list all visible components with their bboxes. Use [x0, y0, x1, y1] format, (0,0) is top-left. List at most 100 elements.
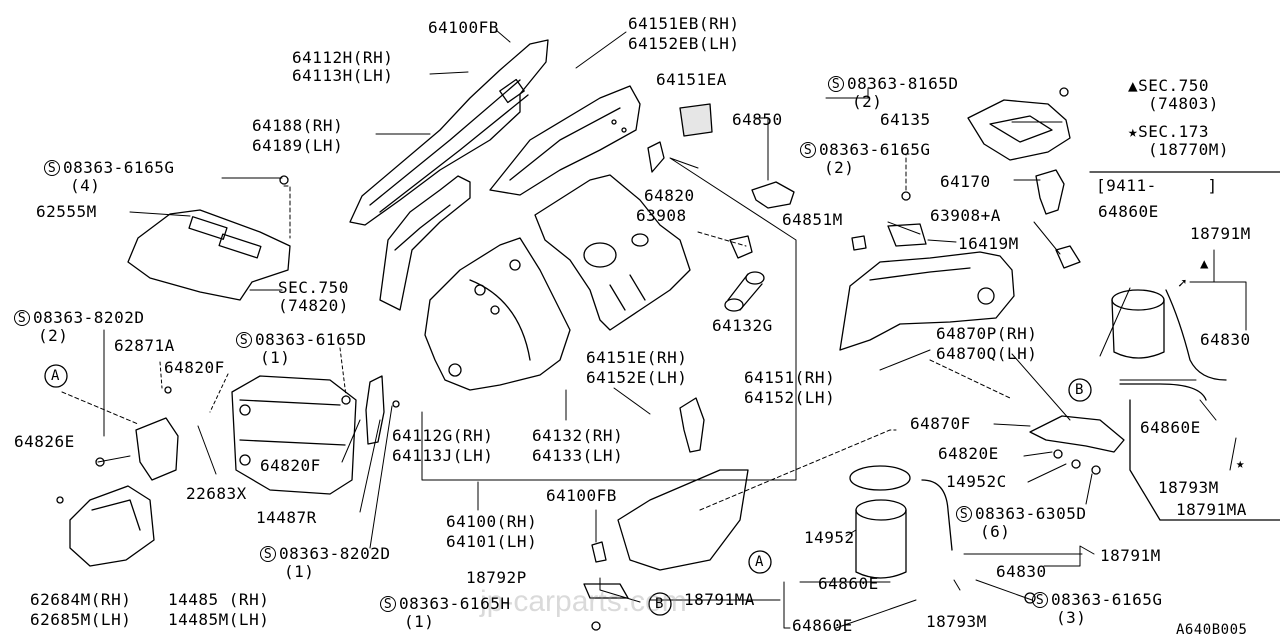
legend-triangle: ▲SEC.750 — [1128, 76, 1210, 95]
label-64100: 64100(RH) — [446, 512, 538, 531]
label-62871a: 62871A — [114, 336, 175, 355]
label-64188: 64188(RH) — [252, 116, 344, 135]
hoodledge-upper-part — [489, 85, 641, 196]
fastener-marks — [56, 87, 1101, 631]
label-64112g: 64112G(RH) — [392, 426, 494, 445]
label-08363-6165g-left-qty: (4) — [70, 176, 101, 195]
label-64820e: 64820E — [938, 444, 999, 463]
strut-housing-part — [534, 174, 691, 331]
label-64152eb: 64152EB(LH) — [628, 34, 740, 53]
label-64170: 64170 — [940, 172, 991, 191]
label-sec750: SEC.750 — [278, 278, 349, 297]
label-64851m: 64851M — [782, 210, 843, 229]
plug-64100fb-part — [591, 541, 607, 563]
fastener-s-icon: S — [828, 76, 844, 92]
label-64132: 64132(RH) — [532, 426, 624, 445]
label-08363-6305d-qty: (6) — [980, 522, 1011, 541]
bracket-64850-part — [751, 181, 795, 209]
label-64100fb-top: 64100FB — [428, 18, 499, 37]
label-sec750-qty: (74820) — [278, 296, 349, 315]
legend-star: ★SEC.173 — [1128, 122, 1210, 141]
label-18791m-box: 18791M — [1190, 224, 1251, 243]
label-08363-6165g-right-qty: (2) — [824, 158, 855, 177]
box-canister-part — [1111, 289, 1227, 401]
label-64132g: 64132G — [712, 316, 773, 335]
hose-64830-part — [921, 479, 953, 551]
label-64189: 64189(LH) — [252, 136, 344, 155]
fastener-s-icon: S — [14, 310, 30, 326]
fastener-s-icon: S — [236, 332, 252, 348]
lower-apron-part — [617, 469, 749, 571]
label-64151: 64151(RH) — [744, 368, 836, 387]
label-64112h: 64112H(RH) — [292, 48, 394, 67]
plug-64132g-part — [724, 271, 765, 312]
callout-a-left: A — [51, 368, 60, 384]
label-64152e: 64152E(LH) — [586, 368, 688, 387]
label-64860e-box: 64860E — [1098, 202, 1159, 221]
bracket-64151e-part — [679, 397, 705, 453]
variant-box-header: [9411- ] — [1096, 176, 1218, 195]
patch-64151ea-part — [679, 103, 713, 137]
label-64151ea: 64151EA — [656, 70, 727, 89]
label-64860e-box2: 64860E — [1140, 418, 1201, 437]
legend-star-sub: (18770M) — [1148, 140, 1230, 159]
diagram-code: A640B005 — [1176, 622, 1248, 638]
insulator-62555m-part — [127, 209, 291, 301]
canister-14952-part — [849, 465, 911, 579]
label-08363-8202d-bottom-qty: (1) — [284, 562, 315, 581]
fastener-s-icon: S — [1032, 592, 1048, 608]
clip-64851m-part — [851, 235, 867, 251]
label-08363-8202d-left-qty: (2) — [38, 326, 69, 345]
label-64820-top: 64820 — [644, 186, 695, 205]
label-64860e-bottom1: 64860E — [818, 574, 879, 593]
fastener-s-icon: S — [260, 546, 276, 562]
label-14485m: 14485M(LH) — [168, 610, 270, 629]
bracket-62684m-part — [69, 485, 155, 567]
label-64860e-bottom2: 64860E — [792, 616, 853, 635]
bracket-64870-part — [1029, 415, 1125, 453]
label-18792p: 18792P — [466, 568, 527, 587]
label-14485: 14485 (RH) — [168, 590, 270, 609]
upper-rail-part — [349, 39, 549, 226]
label-64133: 64133(LH) — [532, 446, 624, 465]
label-64830-box: 64830 — [1200, 330, 1251, 349]
label-18793m-box: 18793M — [1158, 478, 1219, 497]
cover-64135-part — [967, 99, 1071, 161]
label-18791m-right: 18791M — [1100, 546, 1161, 565]
bracket-64170-part — [1035, 169, 1065, 215]
watermark-text: jp-carparts.com — [480, 585, 687, 618]
grommet-63908-part — [729, 235, 753, 259]
label-22683x: 22683X — [186, 484, 247, 503]
apron-64151-part — [839, 251, 1015, 351]
label-18793m-bottom: 18793M — [926, 612, 987, 631]
callout-b-bottom: B — [655, 596, 664, 612]
label-18791ma-box: 18791MA — [1176, 500, 1247, 519]
label-64820f-bottom: 64820F — [260, 456, 321, 475]
fastener-s-icon: S — [956, 506, 972, 522]
fastener-s-icon: S — [380, 596, 396, 612]
label-08363-6165g-bottom-qty: (3) — [1056, 608, 1087, 627]
label-64100fb-bottom: 64100FB — [546, 486, 617, 505]
label-08363-6165h-qty: (1) — [404, 612, 435, 631]
bracket-14485-part — [135, 417, 179, 481]
label-64826e: 64826E — [14, 432, 75, 451]
label-14952c: 14952C — [946, 472, 1007, 491]
label-64151eb: 64151EB(RH) — [628, 14, 740, 33]
label-62685m: 62685M(LH) — [30, 610, 132, 629]
label-63908a: 63908+A — [930, 206, 1001, 225]
variant-box-frame — [1089, 171, 1280, 521]
wheelhouse-part — [424, 237, 571, 391]
label-14487r: 14487R — [256, 508, 317, 527]
star-marker: ★ — [1236, 456, 1245, 472]
grommet-63908a-part — [1055, 245, 1081, 269]
